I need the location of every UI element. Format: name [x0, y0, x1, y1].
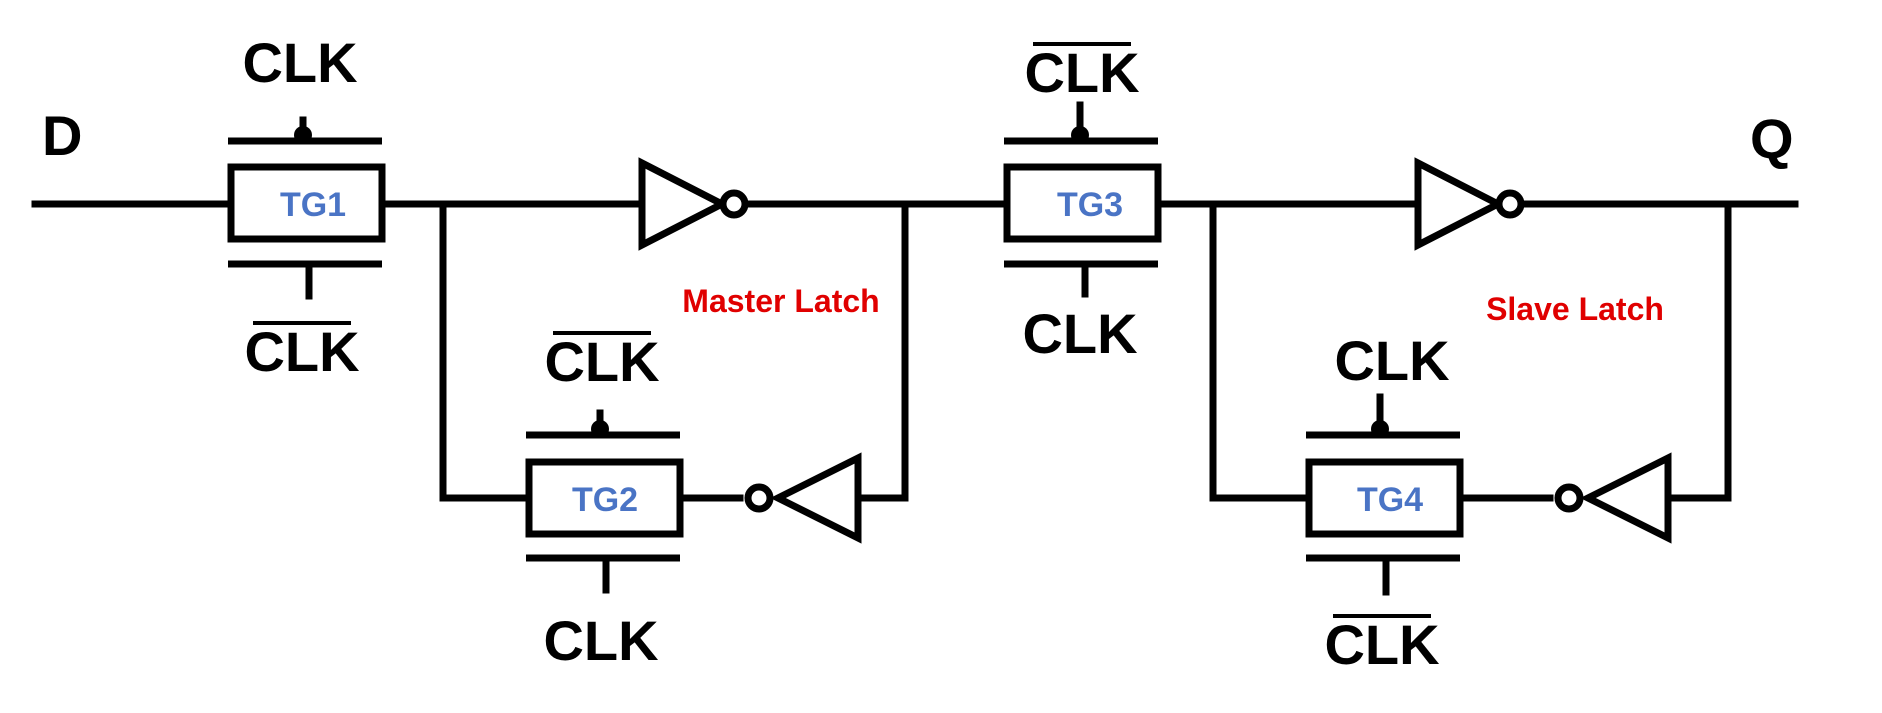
tg1-label: TG1: [280, 186, 346, 224]
inverter-master-feedback: [744, 452, 862, 544]
transmission-gate-tg4: TG4: [1305, 393, 1464, 596]
input-d-label: D: [42, 104, 82, 167]
tg4-clk-label: CLK: [1334, 329, 1449, 392]
tg4-clk-bar-text: CLK: [1324, 613, 1439, 676]
tg1-clk-bar-text: CLK: [244, 320, 359, 383]
tg2-clk-bar-label: CLK: [544, 330, 659, 393]
tg3-clk-bar-label: CLK: [1024, 41, 1139, 104]
inverter-master-forward: [638, 157, 749, 251]
tg2-label: TG2: [572, 481, 638, 519]
tg2-clk-bar-text: CLK: [544, 330, 659, 393]
tg2-clk-label: CLK: [543, 609, 658, 672]
output-q-label: Q: [1750, 107, 1794, 170]
tg3-clk-label: CLK: [1022, 302, 1137, 365]
tg4-label: TG4: [1357, 481, 1423, 519]
inverter-slave-forward: [1414, 157, 1525, 251]
tg3-label: TG3: [1057, 186, 1123, 224]
master-latch-label: Master Latch: [682, 283, 879, 319]
transmission-gate-tg1: TG1: [227, 116, 386, 300]
tg1-clk-label: CLK: [242, 31, 357, 94]
inverter-slave-feedback: [1554, 452, 1672, 544]
tg1-clk-bar-label: CLK: [244, 320, 359, 383]
tg3-clk-bar-text: CLK: [1024, 41, 1139, 104]
transmission-gate-tg3: TG3: [1003, 101, 1162, 298]
slave-latch-label: Slave Latch: [1486, 291, 1664, 327]
tg4-clk-bar-label: CLK: [1324, 613, 1439, 676]
transmission-gate-tg2: TG2: [525, 409, 684, 594]
wiring: [31, 200, 1799, 502]
